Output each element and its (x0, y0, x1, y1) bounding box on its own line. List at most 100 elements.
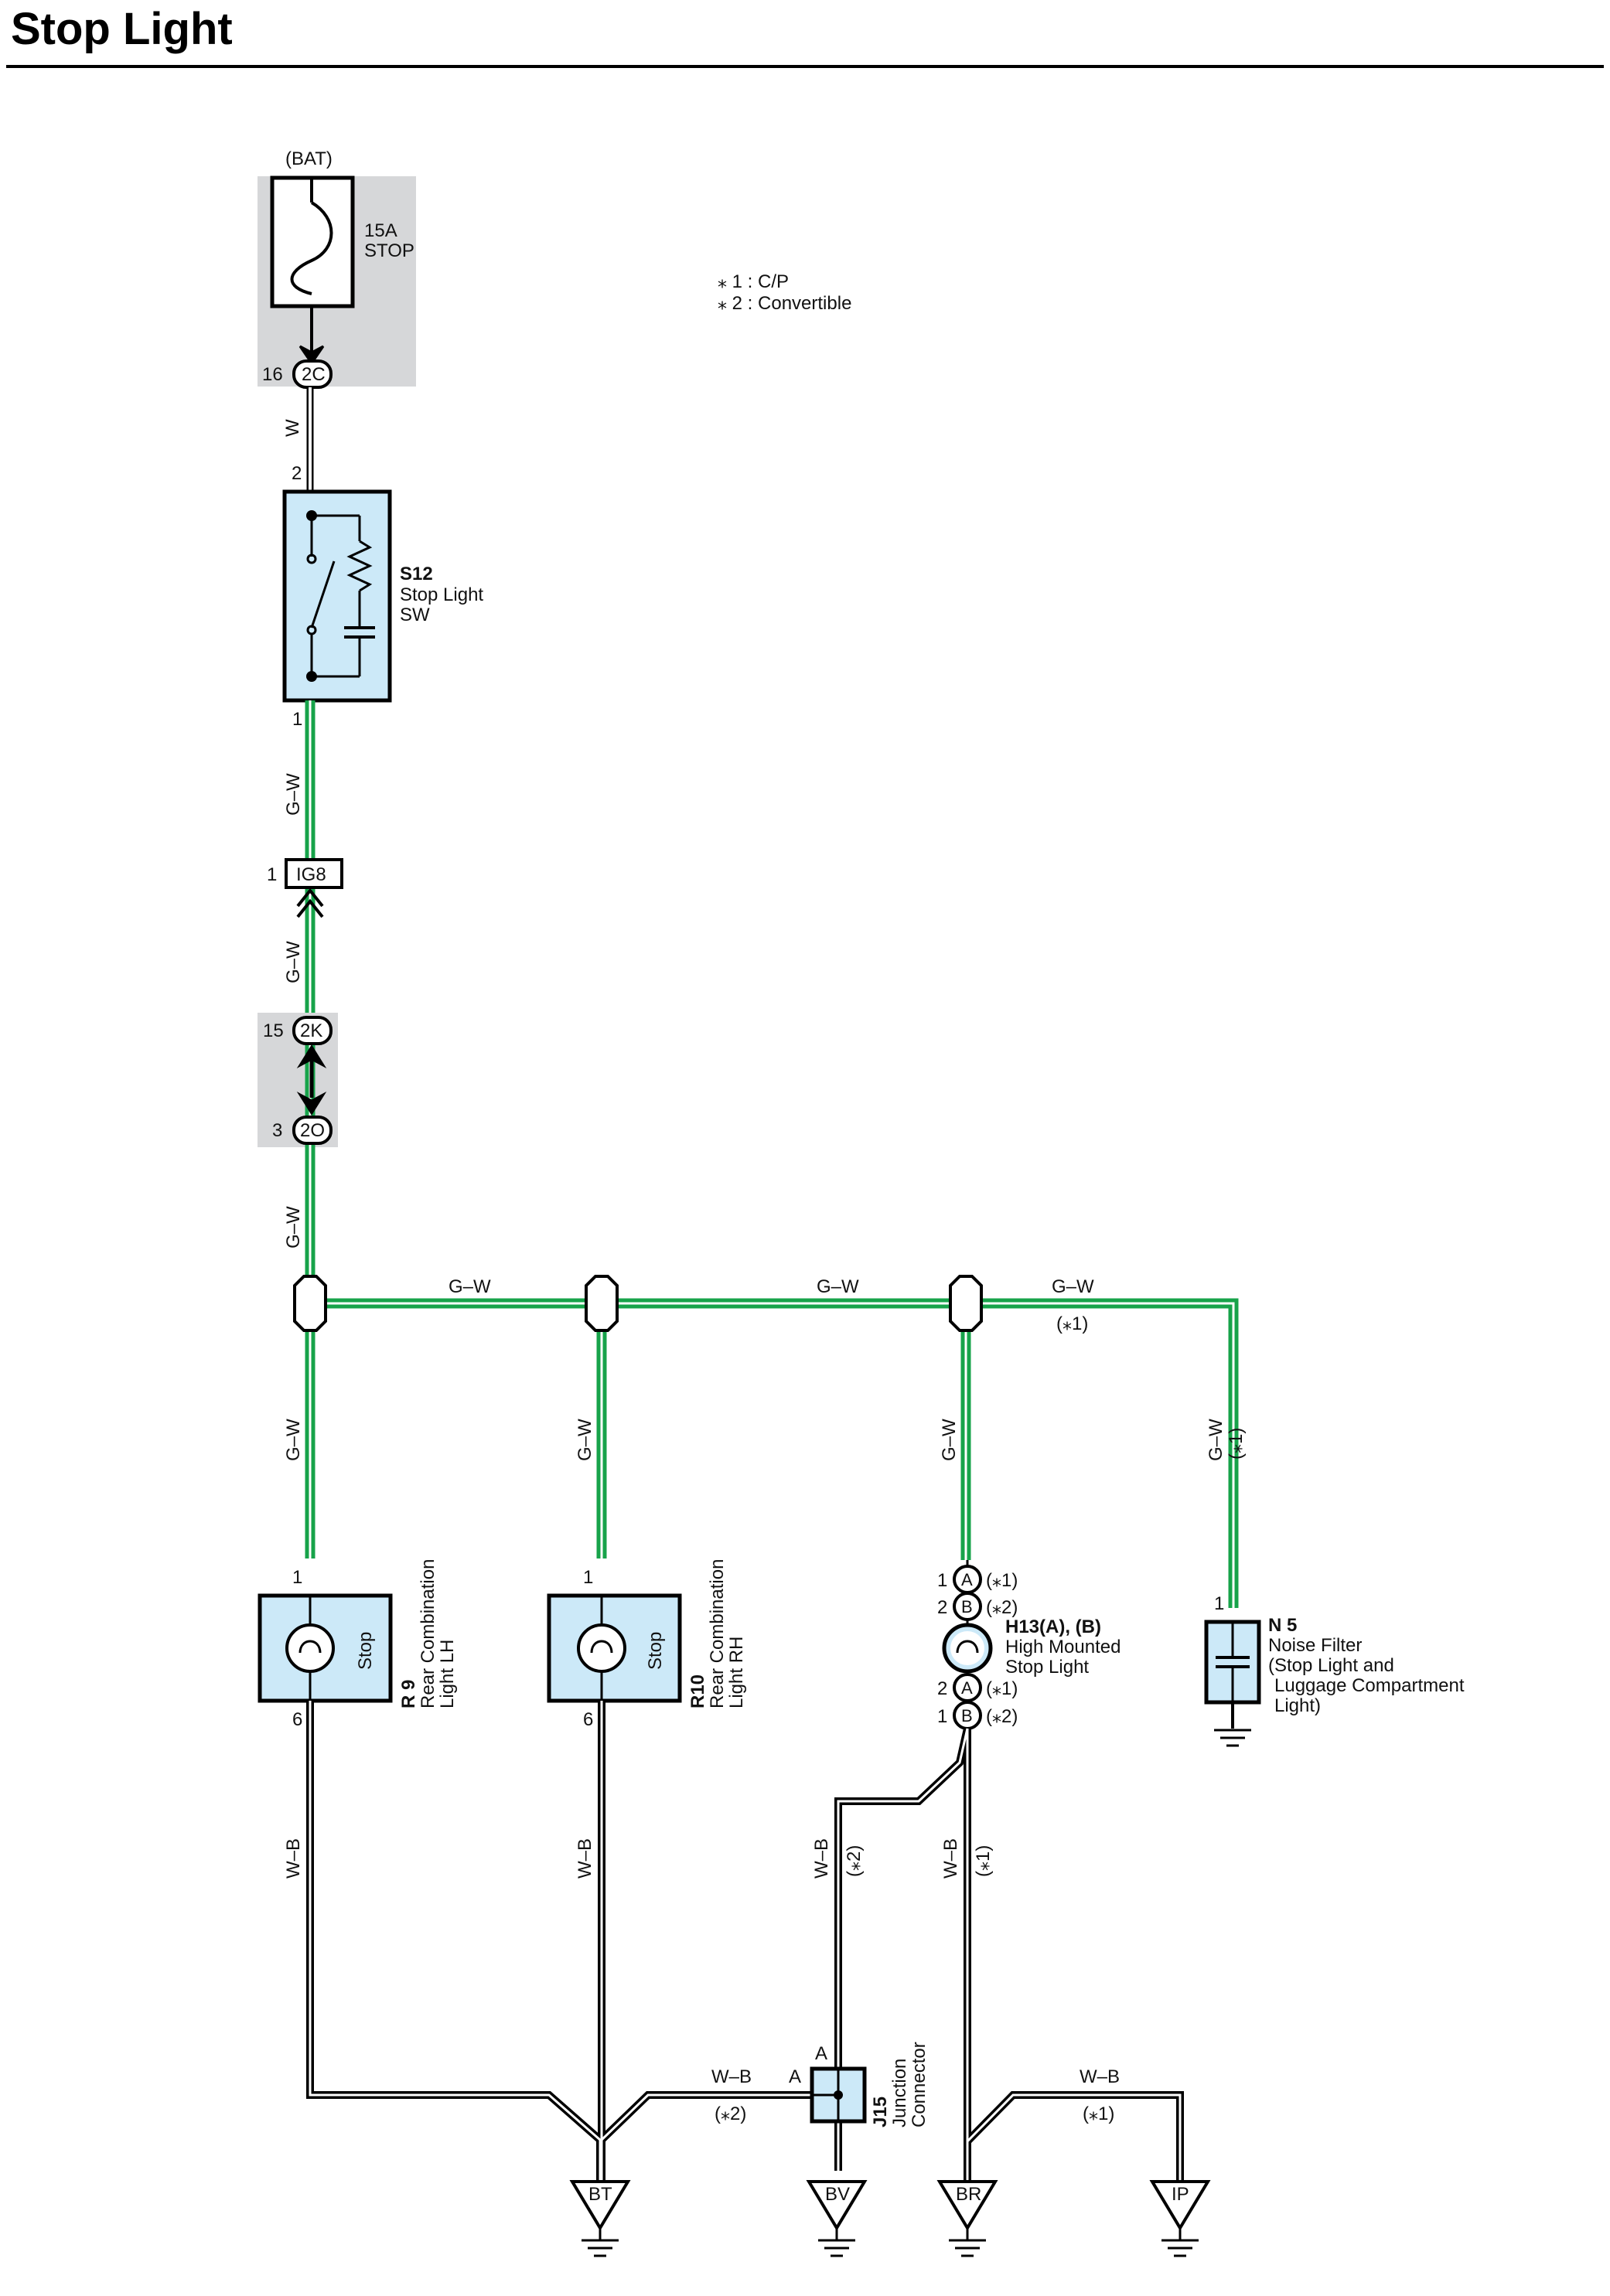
n5-name-3: Luggage Compartment (1274, 1675, 1465, 1696)
r10-name-2: Light RH (726, 1637, 747, 1708)
wire-note-wb-6: (⁎1) (1083, 2104, 1114, 2124)
j15-code: J15 (870, 2097, 891, 2127)
wire-label-wb-1: W–B (283, 1838, 304, 1879)
ground-br: BR (938, 2180, 997, 2257)
splice-point-3 (949, 1275, 983, 1332)
page-title: Stop Light (11, 4, 233, 54)
n5-name-4: Light) (1274, 1695, 1321, 1716)
n5-pin: 1 (1214, 1593, 1224, 1614)
r10-pin-out: 6 (583, 1709, 593, 1730)
switch-contact-icon (310, 560, 336, 629)
r10-pin-in: 1 (583, 1567, 593, 1588)
ground-br-label: BR (956, 2184, 981, 2205)
h13-name-2: Stop Light (1005, 1657, 1089, 1678)
junction-block-2k-2o: 2K 15 2O 3 (258, 1013, 338, 1150)
r10-name-1: Rear Combination (707, 1559, 728, 1708)
wire-label-gw-1: G–W (283, 773, 304, 816)
fuse-icon (290, 201, 333, 295)
wire-label-wb-2: W–B (575, 1838, 595, 1879)
wire-label-gw-6: G–W (1052, 1276, 1094, 1297)
legend-note-2: ⁎ 2 : Convertible (718, 293, 851, 314)
high-mounted-stop-light: A 1 (⁎1) B 2 (⁎2) A 2 (⁎1) B 1 (⁎2) H13(… (937, 1560, 1121, 1732)
h13-pin-1b-num: 1 (937, 1706, 947, 1727)
wire-label-gw-10: G–W (1206, 1419, 1226, 1461)
wire-label-wb-6: W–B (1080, 2066, 1120, 2087)
splice-point-1 (293, 1275, 327, 1332)
j15-name-2: Connector (909, 2042, 930, 2127)
h13-pin-1a-num: 1 (937, 1570, 947, 1591)
connector-arrow-up-icon (296, 1044, 327, 1068)
resistor-icon (346, 540, 373, 592)
connector-2c-label: 2C (302, 364, 326, 385)
wire-label-gw-9: G–W (939, 1419, 960, 1461)
h13-pin-2b-conn: B (961, 1597, 973, 1616)
wire-label-gw-7: G–W (283, 1419, 304, 1461)
wire-label-wb-5: W–B (711, 2066, 752, 2087)
switch-pin-out: 1 (292, 709, 302, 730)
connector-2o (292, 1116, 333, 1145)
ground-ip: IP (1151, 2180, 1209, 2257)
rear-combination-light-rh: 1 Stop R10 Rear Combination Light RH 6 (547, 1559, 747, 1730)
wb-wires (306, 1701, 1184, 2182)
switch-pin-in: 2 (292, 463, 302, 484)
battery-label: (BAT) (285, 148, 333, 169)
r10-bulb-label: Stop (645, 1632, 666, 1670)
h13-pin-2b-num: 2 (937, 1597, 947, 1618)
r9-name-2: Light LH (437, 1640, 458, 1708)
connector-arrow-down-icon (296, 1092, 327, 1116)
wire-label-gw-8: G–W (575, 1419, 595, 1461)
h13-pin-1a-conn: A (961, 1570, 973, 1589)
h13-pin-2a-note: (⁎1) (986, 1678, 1018, 1699)
wire-label-gw-4: G–W (449, 1276, 491, 1297)
ig8-label: IG8 (296, 864, 326, 885)
h13-pin-2a-conn: A (961, 1678, 973, 1698)
splice-points (293, 1275, 983, 1332)
connector-arrow-icon (298, 345, 325, 366)
wire-note-wb-3: (⁎2) (844, 1845, 865, 1877)
wire-note-wb-4: (⁎1) (973, 1845, 994, 1877)
h13-pin-2b-note: (⁎2) (986, 1597, 1018, 1618)
ig8-pin: 1 (267, 864, 277, 885)
h13-name-1: High Mounted (1005, 1637, 1121, 1657)
wire-label-wb-4: W–B (940, 1838, 961, 1879)
j15-name-1: Junction (889, 2059, 910, 2127)
j15-pin-top: A (815, 2043, 827, 2064)
rear-combination-light-lh: 1 Stop R 9 Rear Combination Light LH 6 (258, 1559, 458, 1730)
h13-pin-1b-conn: B (961, 1706, 973, 1725)
legend-note-1: ⁎ 1 : C/P (718, 271, 789, 292)
ground-ip-label: IP (1172, 2184, 1189, 2205)
h13-pin-1a-note: (⁎1) (986, 1570, 1018, 1591)
wire-label-gw-2: G–W (283, 941, 304, 983)
title-divider (6, 65, 1604, 68)
switch-name-1: Stop Light (400, 584, 483, 605)
connector-2o-pin: 3 (272, 1120, 282, 1141)
connector-ig8: IG8 1 (267, 858, 343, 918)
n5-name-2: (Stop Light and (1268, 1655, 1394, 1676)
h13-code: H13(A), (B) (1005, 1616, 1101, 1637)
wire-label-w: W (282, 419, 303, 437)
r9-code: R 9 (398, 1680, 419, 1708)
fuse-rating: 15A (364, 220, 397, 241)
r10-code: R10 (687, 1674, 708, 1708)
junction-connector: A A J15 Junction Connector (789, 2042, 930, 2127)
ground-bt: BT (571, 2180, 629, 2257)
wire-label-gw-5: G–W (817, 1276, 859, 1297)
wire-note-wb-5: (⁎2) (715, 2104, 746, 2124)
fuse-junction-block: (BAT) 15A STOP 2C 16 (258, 148, 416, 389)
n5-code: N 5 (1268, 1615, 1297, 1636)
r9-bulb-label: Stop (355, 1632, 376, 1670)
j15-pin-left: A (789, 2066, 801, 2087)
gw-wires (305, 700, 1239, 1608)
n5-name-1: Noise Filter (1268, 1635, 1362, 1656)
splice-point-2 (585, 1275, 619, 1332)
h13-pin-2a-num: 2 (937, 1678, 947, 1699)
connector-2c-pin: 16 (262, 364, 283, 385)
connector-2k-pin: 15 (263, 1020, 284, 1041)
h13-pin-1b-note: (⁎2) (986, 1706, 1018, 1727)
wire-label-gw-3: G–W (283, 1206, 304, 1248)
bulb-icon (285, 1623, 335, 1673)
r9-pin-out: 6 (292, 1709, 302, 1730)
ground-bv: BV (807, 2180, 866, 2257)
fuse-name: STOP (364, 240, 414, 261)
